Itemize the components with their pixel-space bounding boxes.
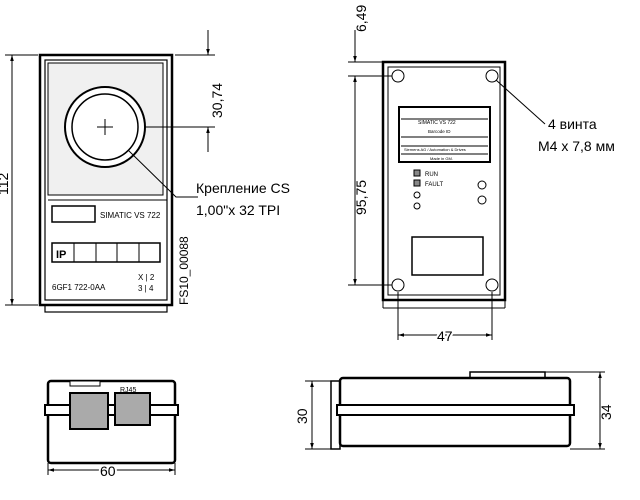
dim-top: 6,49 (353, 5, 369, 32)
ip-label: IP (56, 249, 66, 261)
led-run-label: RUN (425, 172, 438, 178)
dim-body: 30 (294, 408, 310, 424)
dim-mount: 30,74 (209, 83, 225, 118)
led-fault-label: FAULT (425, 182, 444, 188)
dim-total: 34 (598, 404, 614, 420)
terminal-bottom: 3 | 4 (138, 284, 154, 293)
back-view: SIMATIC VS 722 Barcode ID Siemens AG / A… (348, 5, 615, 346)
mount-label: Крепление CS (196, 180, 290, 196)
front-view: SIMATIC VS 722 IP 6GF1 722-0AA X | 2 3 |… (0, 30, 290, 313)
product-label: SIMATIC VS 722 (100, 211, 161, 220)
order-number: 6GF1 722-0AA (52, 283, 106, 292)
back-barcode: Barcode ID (428, 129, 451, 134)
side-view: 30 34 (294, 371, 614, 450)
screw-icon (391, 69, 499, 292)
rj45-label: RJ45 (120, 387, 136, 394)
bottom-view: RJ45 60 (44, 379, 179, 481)
back-maker: Siemens AG / Automation & Drives (404, 147, 466, 152)
terminal-top: X | 2 (138, 273, 155, 282)
drawing-id: FS10_00088 (177, 236, 191, 305)
screws-spec: M4 x 7,8 мм (538, 138, 615, 154)
dim-holes-v: 95,75 (353, 180, 369, 215)
back-product: SIMATIC VS 722 (418, 120, 456, 126)
screws-label: 4 винта (548, 116, 597, 132)
mount-thread: 1,00"x 32 TPI (196, 202, 280, 218)
back-origin: Made in GM. (430, 156, 453, 161)
dim-holes-h: 47 (437, 328, 453, 344)
dim-width: 60 (100, 463, 116, 479)
dim-height: 112 (0, 172, 11, 195)
